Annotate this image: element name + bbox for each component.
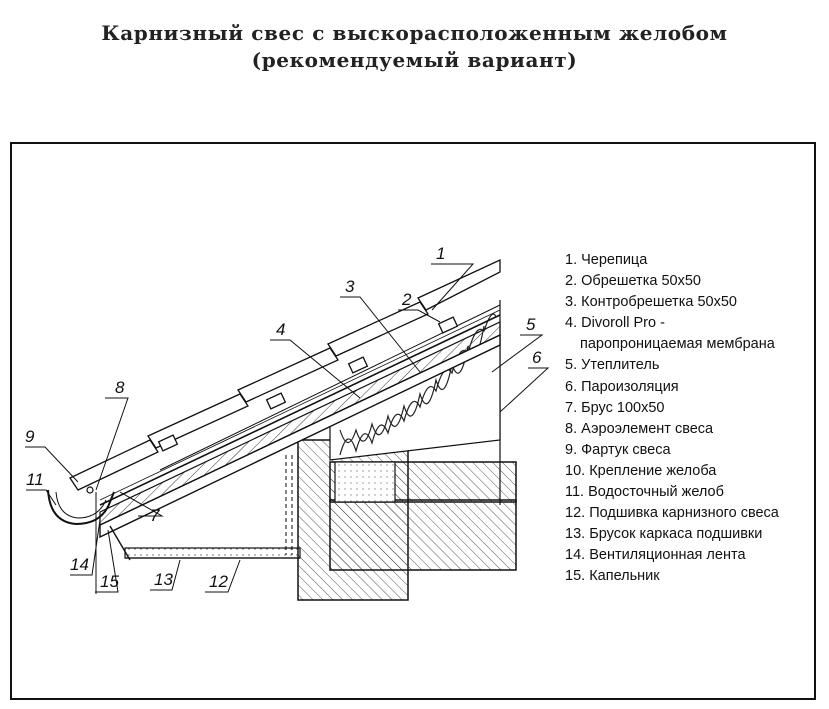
legend-item: 12. Подшивка карнизного свеса	[565, 505, 779, 522]
legend-item: 15. Капельник	[565, 568, 660, 585]
legend-item: 11. Водосточный желоб	[565, 484, 724, 501]
drawing-frame	[10, 142, 816, 700]
legend-item: 3. Контробрешетка 50x50	[565, 294, 737, 311]
callout-11: 11	[26, 470, 44, 489]
roof-tiles	[69, 258, 501, 491]
legend-item: 9. Фартук свеса	[565, 441, 671, 458]
callout-2: 2	[401, 290, 412, 309]
roof-layers	[99, 304, 501, 539]
legend-item: 6. Пароизоляция	[565, 378, 679, 395]
callout-13: 13	[154, 570, 173, 589]
gutter	[47, 486, 115, 594]
callout-14: 14	[70, 555, 89, 574]
leader-lines	[25, 263, 550, 593]
callout-15: 15	[100, 572, 119, 591]
legend-item: 5. Утеплитель	[565, 357, 660, 374]
callout-12: 12	[209, 572, 228, 591]
callout-5: 5	[526, 315, 536, 334]
soffit	[109, 525, 301, 561]
legend-item: 2. Обрешетка 50x50	[565, 273, 701, 290]
diagram-title: Карнизный свес с выскорасположенным жело…	[0, 20, 829, 74]
title-line-1: Карнизный свес с выскорасположенным жело…	[101, 21, 728, 45]
legend-item: 1. Черепица	[565, 252, 648, 268]
legend-item: 8. Аэроэлемент свеса	[565, 420, 714, 437]
masonry-wall	[297, 439, 517, 601]
legend-item: паропроницаемая мембрана	[580, 336, 775, 353]
callout-8: 8	[115, 378, 125, 397]
callout-4: 4	[276, 320, 285, 339]
callout-7: 7	[150, 506, 160, 525]
legend-item: 14. Вентиляционная лента	[565, 547, 746, 564]
callout-1: 1	[436, 244, 445, 263]
callout-9: 9	[25, 427, 35, 446]
callout-3: 3	[345, 277, 355, 296]
legend-item: 10. Крепление желоба	[565, 462, 717, 479]
callout-labels: 1 2 3 4 5 6 7 8 9 11 14 15 13 12	[25, 244, 542, 591]
title-line-2: (рекомендуемый вариант)	[251, 48, 578, 72]
legend-item: 13. Брусок каркаса подшивки	[565, 526, 763, 543]
callout-6: 6	[532, 348, 542, 367]
legend-item: 4. Divoroll Pro -	[565, 315, 665, 332]
legend-item: 7. Брус 100x50	[565, 399, 665, 416]
legend-list: 1. Черепица 2. Обрешетка 50x50 3. Контро…	[565, 250, 779, 588]
